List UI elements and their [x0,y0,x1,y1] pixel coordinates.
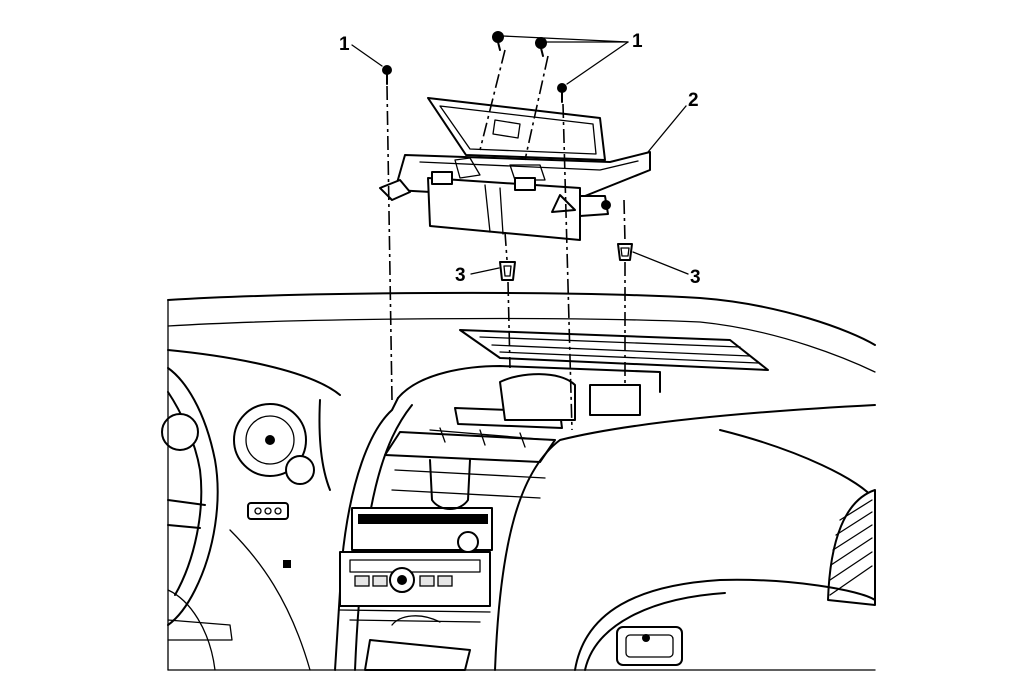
callout-3-right: 3 [690,267,701,288]
callout-1-right: 1 [632,31,643,52]
alignment-lines [386,49,626,431]
radio-hvac-stack [339,507,493,671]
internal-bracket [384,373,641,510]
trim-panel-assembly [379,97,651,241]
right-air-vent [827,489,876,606]
clip-icon [617,243,633,261]
callout-3-left: 3 [455,265,466,286]
callout-labels: 1 1 2 3 3 [339,31,701,288]
screw-icon [382,65,392,85]
instrument-cluster [161,349,341,671]
glove-box-handle [616,626,683,666]
instrument-panel [161,291,876,671]
screw-icon [535,37,547,57]
clip-icon [499,261,516,281]
retaining-clips [499,243,633,281]
screw-fasteners [382,31,567,103]
screw-icon [557,83,567,103]
screw-icon [492,31,504,51]
callout-1-left: 1 [339,34,350,55]
steering-wheel [167,367,219,626]
leader-lines [351,35,689,275]
callout-2: 2 [688,90,699,111]
